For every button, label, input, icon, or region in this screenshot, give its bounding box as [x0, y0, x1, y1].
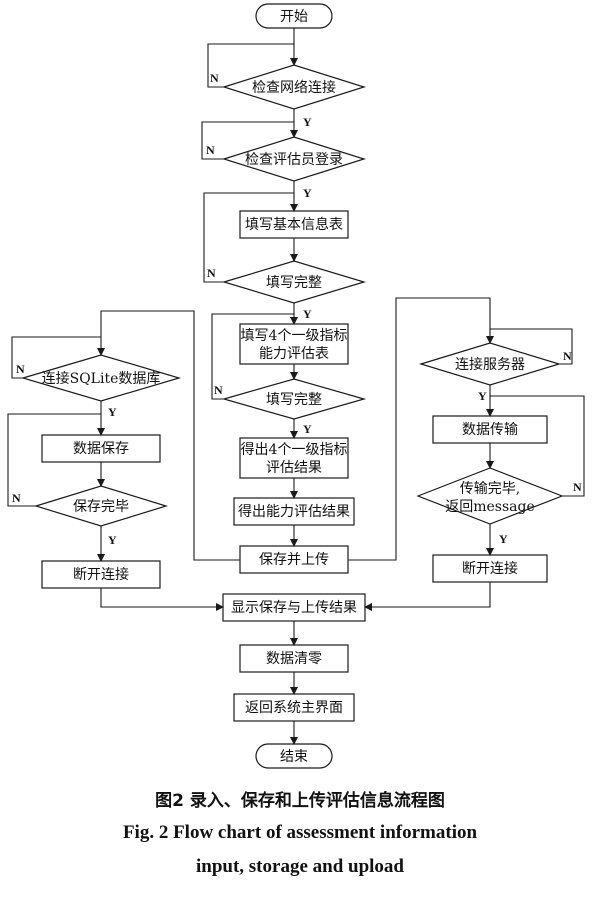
start-label: 开始: [280, 9, 308, 25]
edge-disconnect-right-to-result: [364, 582, 491, 611]
yes-label-complete2: Y: [303, 422, 312, 436]
edge-complete2-no-loop: [211, 313, 294, 400]
node-start: 开始: [255, 3, 333, 29]
fill-basic-label: 填写基本信息表: [245, 216, 343, 233]
decision-save-complete: 保存完毕: [33, 485, 169, 527]
yes-label-login: Y: [303, 186, 312, 200]
no-label-network: N: [210, 71, 219, 85]
edge-save-complete-no-loop: [7, 413, 101, 507]
decision-connect-sqlite: 连接SQLite数据库: [20, 354, 182, 402]
decision-transfer-done: 传输完毕, 返回message: [416, 467, 564, 525]
transfer-done-line2: 返回message: [445, 499, 535, 515]
show-result-label: 显示保存与上传结果: [231, 600, 357, 616]
edge-transfer-done-no-loop: [490, 395, 585, 497]
get-indicators-line2: 评估结果: [266, 460, 322, 476]
decision-fill-complete-1: 填写完整: [221, 260, 367, 304]
check-network-label: 检查网络连接: [252, 79, 336, 96]
edge-login-no-loop: [201, 121, 294, 160]
get-indicators-line1: 得出4个一级指标: [241, 441, 348, 458]
disconnect-left-label: 断开连接: [73, 566, 129, 583]
no-label-complete2: N: [214, 383, 223, 397]
process-data-transfer: 数据传输: [432, 415, 548, 444]
no-label-sqlite: N: [16, 362, 25, 376]
yes-label-save-complete: Y: [108, 533, 117, 547]
end-label: 结束: [280, 749, 308, 765]
process-get-ability: 得出能力评估结果: [233, 497, 355, 526]
save-upload-label: 保存并上传: [259, 552, 329, 568]
no-label-save-complete: N: [12, 491, 21, 505]
no-label-transfer-done: N: [573, 480, 582, 494]
edge-save-upload-to-server: [348, 297, 494, 561]
process-data-save: 数据保存: [41, 434, 161, 463]
process-disconnect-left: 断开连接: [41, 560, 161, 589]
process-save-upload: 保存并上传: [239, 545, 349, 574]
figure-caption-zh: 图2 录入、保存和上传评估信息流程图: [155, 791, 445, 811]
flowchart: 开始 检查网络连接 检查评估员登录 填写基本信息表 填写完整 填写4个一级指标 …: [7, 3, 585, 769]
edge-server-no-loop: [490, 328, 573, 365]
edge-complete1-no-loop: [203, 192, 294, 283]
fill-complete-2-label: 填写完整: [266, 392, 322, 408]
data-save-label: 数据保存: [73, 441, 129, 457]
data-transfer-label: 数据传输: [462, 422, 518, 438]
no-label-login: N: [206, 143, 215, 157]
yes-label-network: Y: [303, 115, 312, 129]
edge-sqlite-no-loop: [11, 336, 101, 379]
transfer-done-line1: 传输完毕,: [460, 481, 520, 497]
figure-caption-en-line1: Fig. 2 Flow chart of assessment informat…: [122, 822, 478, 843]
decision-check-network: 检查网络连接: [221, 64, 367, 110]
process-disconnect-right: 断开连接: [432, 554, 548, 583]
no-label-complete1: N: [207, 266, 216, 280]
fill-complete-1-label: 填写完整: [266, 275, 322, 291]
edge-network-no-loop: [207, 43, 294, 88]
save-complete-label: 保存完毕: [73, 499, 129, 515]
process-fill-indicators: 填写4个一级指标 能力评估表: [239, 323, 349, 365]
process-get-indicators: 得出4个一级指标 评估结果: [239, 437, 349, 479]
edge-disconnect-left-to-result: [100, 588, 224, 611]
process-return-main: 返回系统主界面: [233, 693, 355, 722]
yes-label-sqlite: Y: [108, 405, 117, 419]
connect-sqlite-label: 连接SQLite数据库: [42, 370, 161, 387]
decision-fill-complete-2: 填写完整: [221, 378, 367, 420]
yes-label-complete1: Y: [303, 307, 312, 321]
no-label-server: N: [563, 349, 572, 363]
get-ability-label: 得出能力评估结果: [238, 503, 350, 520]
connect-server-label: 连接服务器: [455, 356, 525, 373]
process-show-result: 显示保存与上传结果: [222, 593, 366, 622]
process-fill-basic: 填写基本信息表: [239, 210, 349, 239]
yes-label-transfer-done: Y: [499, 532, 508, 546]
return-main-label: 返回系统主界面: [245, 700, 343, 716]
check-login-label: 检查评估员登录: [245, 152, 343, 168]
yes-label-server: Y: [478, 389, 487, 403]
node-end: 结束: [255, 743, 333, 769]
fill-indicators-line2: 能力评估表: [259, 346, 329, 362]
fill-indicators-line1: 填写4个一级指标: [241, 328, 348, 344]
edge-save-upload-to-sqlite: [97, 310, 240, 561]
disconnect-right-label: 断开连接: [462, 560, 518, 577]
figure-caption-en-line2: input, storage and upload: [195, 856, 404, 877]
data-clear-label: 数据清零: [266, 651, 322, 667]
process-data-clear: 数据清零: [239, 644, 349, 673]
decision-check-login: 检查评估员登录: [221, 136, 367, 182]
decision-connect-server: 连接服务器: [418, 342, 562, 386]
